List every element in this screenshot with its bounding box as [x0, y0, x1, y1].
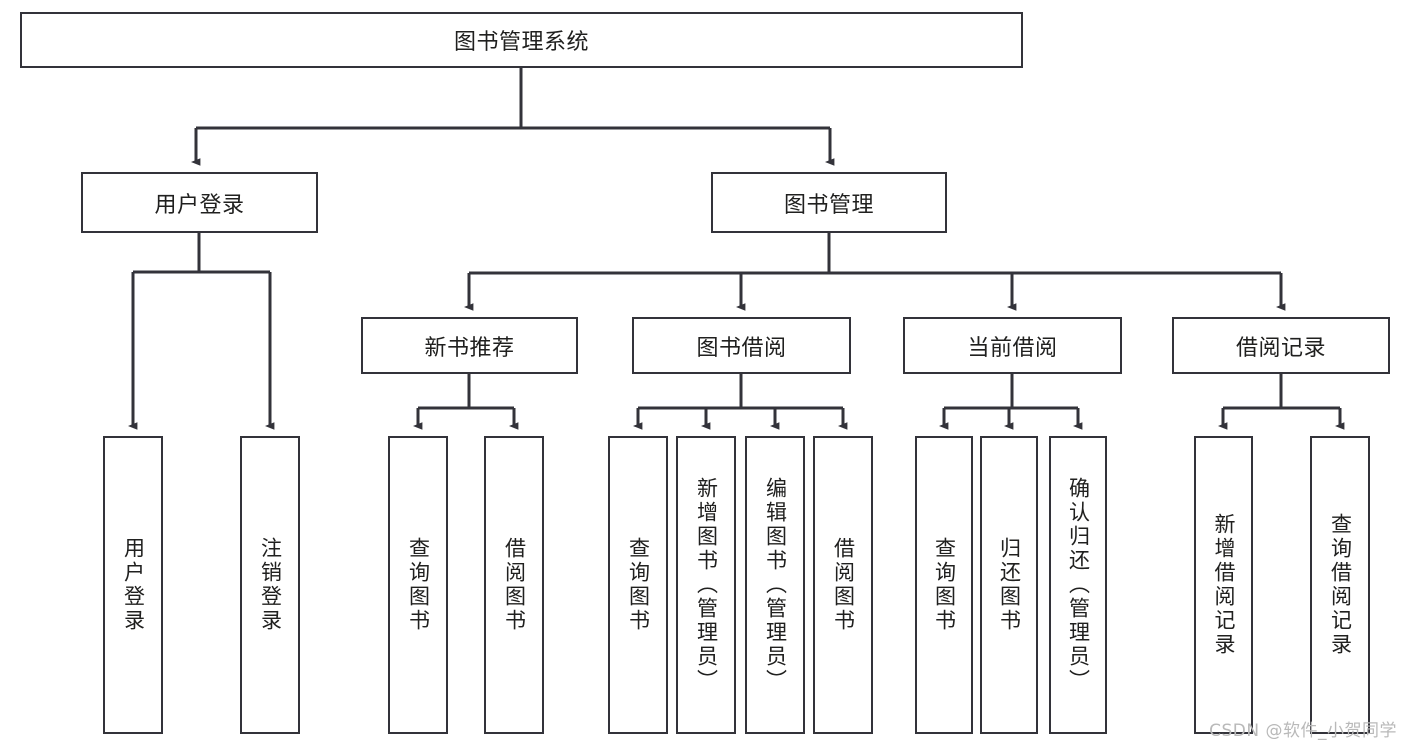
- node-label: 确认归还（管理员）: [1066, 477, 1091, 693]
- node-label: 图书借阅: [696, 335, 787, 361]
- node-label: 借阅图书: [831, 537, 856, 633]
- node-book-manage[interactable]: 图书管理: [711, 172, 947, 233]
- node-leaf-borrow-book-1[interactable]: 借阅图书: [484, 436, 544, 734]
- node-leaf-query-borrow-record[interactable]: 查询借阅记录: [1310, 436, 1370, 734]
- node-label: 图书管理: [783, 192, 874, 218]
- node-label: 查询图书: [626, 537, 651, 633]
- node-label: 用户登录: [121, 537, 146, 633]
- node-leaf-add-book-admin[interactable]: 新增图书（管理员）: [676, 436, 736, 734]
- node-new-book-recommend[interactable]: 新书推荐: [361, 317, 578, 374]
- node-user-login[interactable]: 用户登录: [81, 172, 318, 233]
- node-label: 归还图书: [997, 537, 1022, 633]
- node-leaf-edit-book-admin[interactable]: 编辑图书（管理员）: [745, 436, 805, 734]
- node-label: 查询图书: [406, 537, 431, 633]
- node-current-borrow[interactable]: 当前借阅: [903, 317, 1122, 374]
- node-leaf-logout-login[interactable]: 注销登录: [240, 436, 300, 734]
- node-label: 新增借阅记录: [1212, 513, 1236, 657]
- node-root[interactable]: 图书管理系统: [20, 12, 1023, 68]
- node-leaf-borrow-book-2[interactable]: 借阅图书: [813, 436, 873, 734]
- node-leaf-confirm-return-admin[interactable]: 确认归还（管理员）: [1049, 436, 1107, 734]
- node-label: 新增图书（管理员）: [694, 477, 719, 693]
- node-label: 借阅图书: [502, 537, 527, 633]
- node-label: 编辑图书（管理员）: [763, 477, 788, 693]
- node-label: 注销登录: [258, 537, 283, 633]
- node-label: 用户登录: [154, 192, 245, 218]
- node-label: 借阅记录: [1235, 335, 1326, 361]
- node-leaf-query-book-2[interactable]: 查询图书: [608, 436, 668, 734]
- node-book-borrow[interactable]: 图书借阅: [632, 317, 851, 374]
- node-leaf-query-book-1[interactable]: 查询图书: [388, 436, 448, 734]
- node-leaf-add-borrow-record[interactable]: 新增借阅记录: [1194, 436, 1253, 734]
- node-label: 当前借阅: [967, 335, 1058, 361]
- node-label: 查询图书: [932, 537, 957, 633]
- node-label: 查询借阅记录: [1328, 513, 1353, 657]
- node-leaf-user-login[interactable]: 用户登录: [103, 436, 163, 734]
- node-borrow-record[interactable]: 借阅记录: [1172, 317, 1390, 374]
- node-leaf-query-book-3[interactable]: 查询图书: [915, 436, 973, 734]
- node-label: 图书管理系统: [453, 30, 589, 55]
- node-label: 新书推荐: [424, 335, 515, 361]
- node-leaf-return-book[interactable]: 归还图书: [980, 436, 1038, 734]
